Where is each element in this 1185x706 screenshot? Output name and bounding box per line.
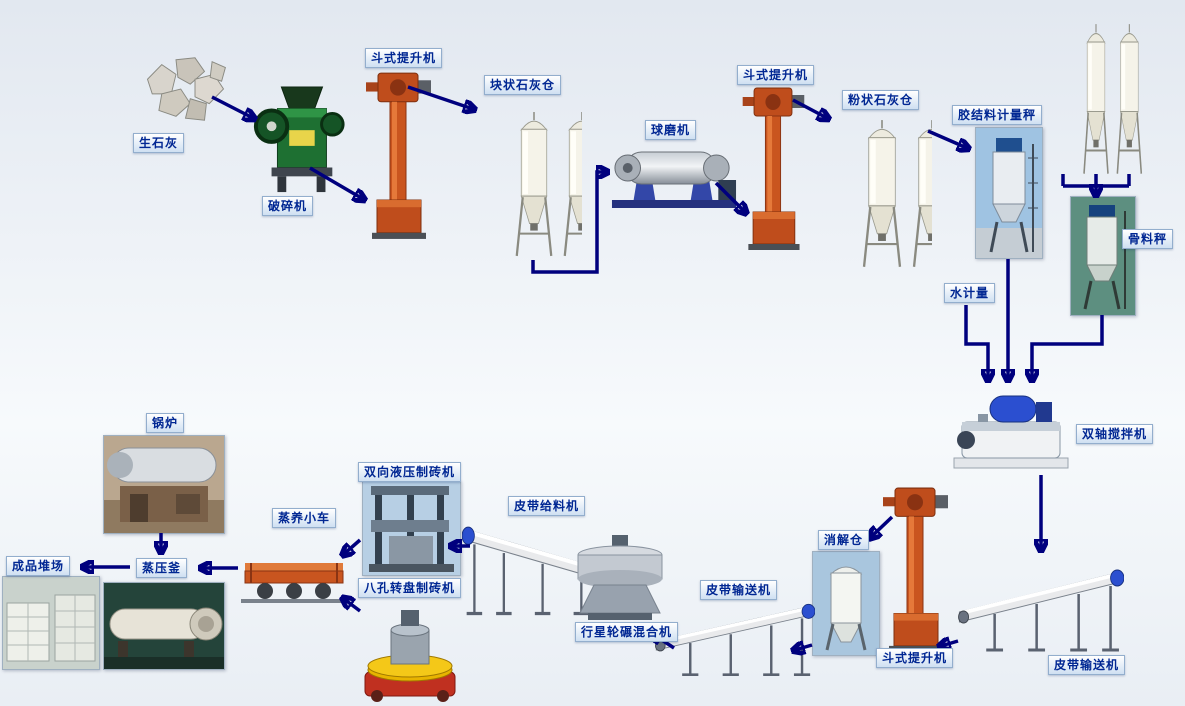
arrow-powder-silo-to-binder-scale (927, 129, 967, 148)
curing-trolley-image (241, 543, 347, 607)
label-bucket-elevator-3: 斗式提升机 (876, 648, 954, 668)
label-hydraulic-brick-press: 双向液压制砖机 (358, 462, 462, 482)
arrow-aggregate-scale-to-mixer (1032, 315, 1104, 379)
label-planetary-mixer: 行星轮碾混合机 (575, 622, 679, 642)
label-belt-conveyor-mid: 皮带输送机 (700, 580, 778, 600)
quicklime-rocks-image (138, 50, 233, 128)
bucket-elevator-3-image (877, 483, 953, 655)
autoclave-photo (103, 582, 225, 670)
ball-mill-image (610, 136, 738, 212)
label-lump-lime-silo: 块状石灰仓 (484, 75, 562, 95)
bucket-elevator-2-image (737, 83, 809, 253)
planetary-mixer-image (570, 533, 670, 628)
label-bucket-elevator-1: 斗式提升机 (365, 48, 443, 68)
label-binder-metering-scale: 胶结料计量秤 (952, 105, 1043, 125)
label-boiler: 锅炉 (146, 413, 185, 433)
rotary-brick-press-image (357, 604, 463, 704)
twin-shaft-mixer-image (950, 384, 1072, 474)
label-quicklime: 生石灰 (133, 133, 185, 153)
label-twin-shaft-mixer: 双轴搅拌机 (1076, 424, 1154, 444)
jaw-crusher-image (250, 83, 348, 196)
label-autoclave: 蒸压釜 (136, 558, 188, 578)
label-ball-mill: 球磨机 (645, 120, 697, 140)
binder-metering-scale-photo (975, 127, 1043, 259)
boiler-photo (103, 435, 225, 534)
label-bucket-elevator-2: 斗式提升机 (737, 65, 815, 85)
label-product-yard: 成品堆场 (6, 556, 71, 576)
aggregate-scale-photo (1070, 196, 1136, 316)
label-digestion-silo: 消解仓 (818, 530, 870, 550)
label-aggregate-scale: 骨料秤 (1122, 229, 1174, 249)
hydraulic-brick-press-photo (362, 481, 461, 576)
arrow-water-meter-to-mixer (964, 305, 988, 379)
aggregate-silos-image (1046, 22, 1146, 180)
label-powder-lime-silo: 粉状石灰仓 (842, 90, 920, 110)
label-belt-feeder: 皮带给料机 (508, 496, 586, 516)
powder-lime-silo-image (832, 118, 932, 273)
label-rotary-brick-press: 八孔转盘制砖机 (358, 578, 462, 598)
label-water-metering: 水计量 (944, 283, 996, 303)
product-yard-photo (2, 576, 100, 670)
label-curing-trolley: 蒸养小车 (272, 508, 337, 528)
belt-conveyor-right-image (956, 556, 1124, 656)
lump-lime-silo-image (486, 110, 582, 262)
label-belt-conveyor-right: 皮带输送机 (1048, 655, 1126, 675)
bucket-elevator-1-image (360, 68, 436, 242)
digestion-silo-photo (812, 551, 880, 656)
label-crusher: 破碎机 (262, 196, 314, 216)
